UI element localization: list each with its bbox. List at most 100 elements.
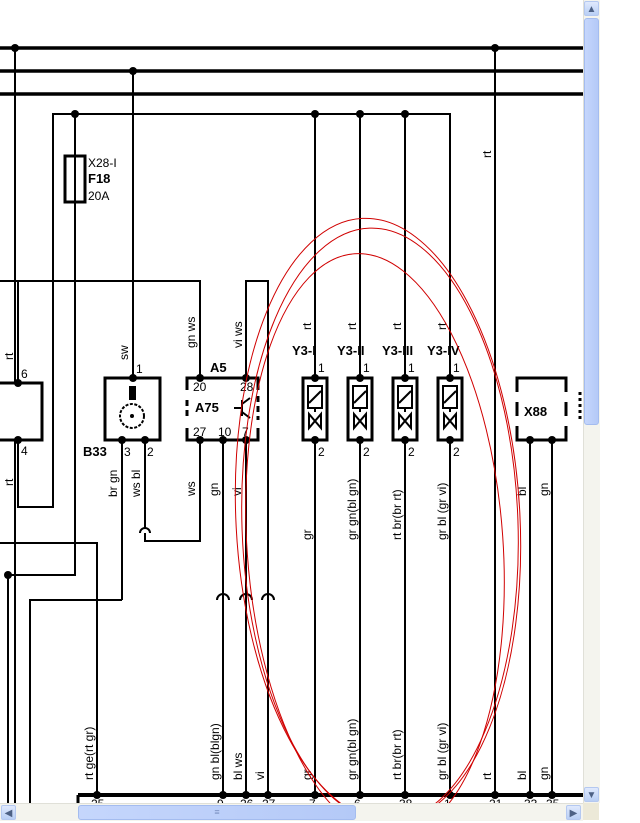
wire-label: gn <box>537 483 551 496</box>
scrollbar-corner <box>583 803 599 820</box>
sensor-icon <box>129 386 136 400</box>
wire-label: gr <box>300 529 314 540</box>
valve-icon <box>353 408 367 431</box>
terminal-number: 6 <box>354 797 361 803</box>
pin-label: 7 <box>242 425 249 439</box>
pin-label: 28 <box>240 380 254 394</box>
vertical-scrollbar[interactable]: ▲ ▼ <box>583 0 600 803</box>
fuse-f18[interactable]: X28-I F18 20A <box>63 154 117 204</box>
terminal-pin <box>264 791 272 799</box>
terminal-number: 27 <box>262 797 276 803</box>
fuse-rating: 20A <box>88 189 109 203</box>
wire-label: gn bl(blgn) <box>208 723 222 780</box>
pin-label: 10 <box>218 425 232 439</box>
terminal-pin <box>311 791 319 799</box>
diagram-canvas: X28-I F18 20A rt 6 4 rt rt 1 B33 3 2 sw … <box>0 44 583 803</box>
component-name: A5 <box>210 360 227 375</box>
pin-label: 2 <box>147 445 154 459</box>
module-a5[interactable]: A5 A75 20 28 27 10 7 gn ws vi ws ws gn v… <box>184 317 260 497</box>
transistor-icon <box>234 397 251 419</box>
terminal-pin <box>219 791 227 799</box>
scroll-left-button[interactable]: ◀ <box>1 805 16 820</box>
terminal-pin <box>356 791 364 799</box>
wire-label: rt <box>480 150 494 158</box>
bus-lines <box>0 44 583 96</box>
pin-label: 1 <box>363 361 370 375</box>
pin-label: 4 <box>21 444 28 458</box>
bottom-connector: rt ge(rt gr)25gn bl(blgn)9bl ws26vi27gr7… <box>76 719 583 803</box>
terminal-number: 35 <box>546 797 560 803</box>
pin-label: 1 <box>318 361 325 375</box>
component-sub-name: A75 <box>195 400 219 415</box>
wire-label: bl ws <box>231 753 245 780</box>
terminal-pin <box>491 791 499 799</box>
wire-label: gn <box>537 767 551 780</box>
terminal-pin <box>401 791 409 799</box>
wire-label: vi <box>253 771 267 780</box>
terminal-pin <box>526 791 534 799</box>
component-name: Y3-IV <box>427 343 460 358</box>
wire-label: gr gn(bl gn) <box>345 479 359 540</box>
wire-label: rt <box>300 322 314 330</box>
scroll-up-button[interactable]: ▲ <box>584 1 599 16</box>
wire-label: rt <box>2 478 16 486</box>
pin-label: 2 <box>363 445 370 459</box>
wire-label: rt br(br rt) <box>390 729 404 780</box>
valve-4[interactable]: Y3-IV 1 2 rt gr bl (gr vi) <box>427 322 464 540</box>
wire-label: bl <box>515 771 529 780</box>
wire-label: gn <box>207 483 221 496</box>
pin-label: 27 <box>193 425 207 439</box>
connector-x88[interactable]: X88 bl gn <box>515 376 568 496</box>
wire-label: br gn <box>106 470 120 497</box>
terminal-pin <box>548 791 556 799</box>
wires <box>0 48 553 803</box>
pin-label: 2 <box>408 445 415 459</box>
wire-label: rt br(br rt) <box>390 489 404 540</box>
sensor-b33[interactable]: 1 B33 3 2 sw br gn ws bl <box>83 345 162 498</box>
horizontal-scroll-thumb[interactable]: ≡ <box>78 805 356 820</box>
component-name: Y3-III <box>382 343 413 358</box>
wire-label: gr bl (gr vi) <box>435 483 449 540</box>
scroll-right-button[interactable]: ▶ <box>566 805 581 820</box>
vertical-scroll-thumb[interactable] <box>584 18 599 425</box>
wire-label: rt <box>435 322 449 330</box>
horizontal-scrollbar[interactable]: ◀ ≡ ▶ <box>0 803 583 821</box>
fuse-name: F18 <box>88 171 110 186</box>
terminal-number: 21 <box>489 797 503 803</box>
wire-label: vi ws <box>231 321 245 348</box>
terminal-pin <box>93 791 101 799</box>
pin-label: 3 <box>124 445 131 459</box>
wiring-diagram: X28-I F18 20A rt 6 4 rt rt 1 B33 3 2 sw … <box>0 44 583 803</box>
scroll-down-button[interactable]: ▼ <box>584 787 599 802</box>
wire-label: rt <box>390 322 404 330</box>
pin-label: 6 <box>21 367 28 381</box>
pin-label: 1 <box>408 361 415 375</box>
wire-label: ws <box>184 481 198 497</box>
wire-label: rt ge(rt gr) <box>82 727 96 780</box>
terminal-number: 26 <box>240 797 254 803</box>
terminal-number: 7 <box>309 797 316 803</box>
terminal-number: 33 <box>524 797 538 803</box>
red-annotation-circle <box>234 217 522 803</box>
wire-label: bl <box>515 487 529 496</box>
component-name: X88 <box>524 404 547 419</box>
pin-label: 1 <box>453 361 460 375</box>
wire-label: vi <box>230 487 244 496</box>
valve-3[interactable]: Y3-III 1 2 rt rt br(br rt) <box>382 322 419 540</box>
component-name: Y3-I <box>292 343 316 358</box>
wire-label: gr gn(bl gn) <box>345 719 359 780</box>
relay[interactable]: 6 4 rt rt <box>0 352 44 486</box>
wire-label: rt <box>480 772 494 780</box>
valve-icon <box>398 408 412 431</box>
terminal-pin <box>242 791 250 799</box>
terminal-number: 25 <box>91 797 105 803</box>
valve-icon <box>308 408 322 431</box>
pin-label: 20 <box>193 380 207 394</box>
terminal-number: 38 <box>399 797 413 803</box>
pin-label: 2 <box>453 445 460 459</box>
component-name: B33 <box>83 444 107 459</box>
valve-icon <box>443 408 457 431</box>
